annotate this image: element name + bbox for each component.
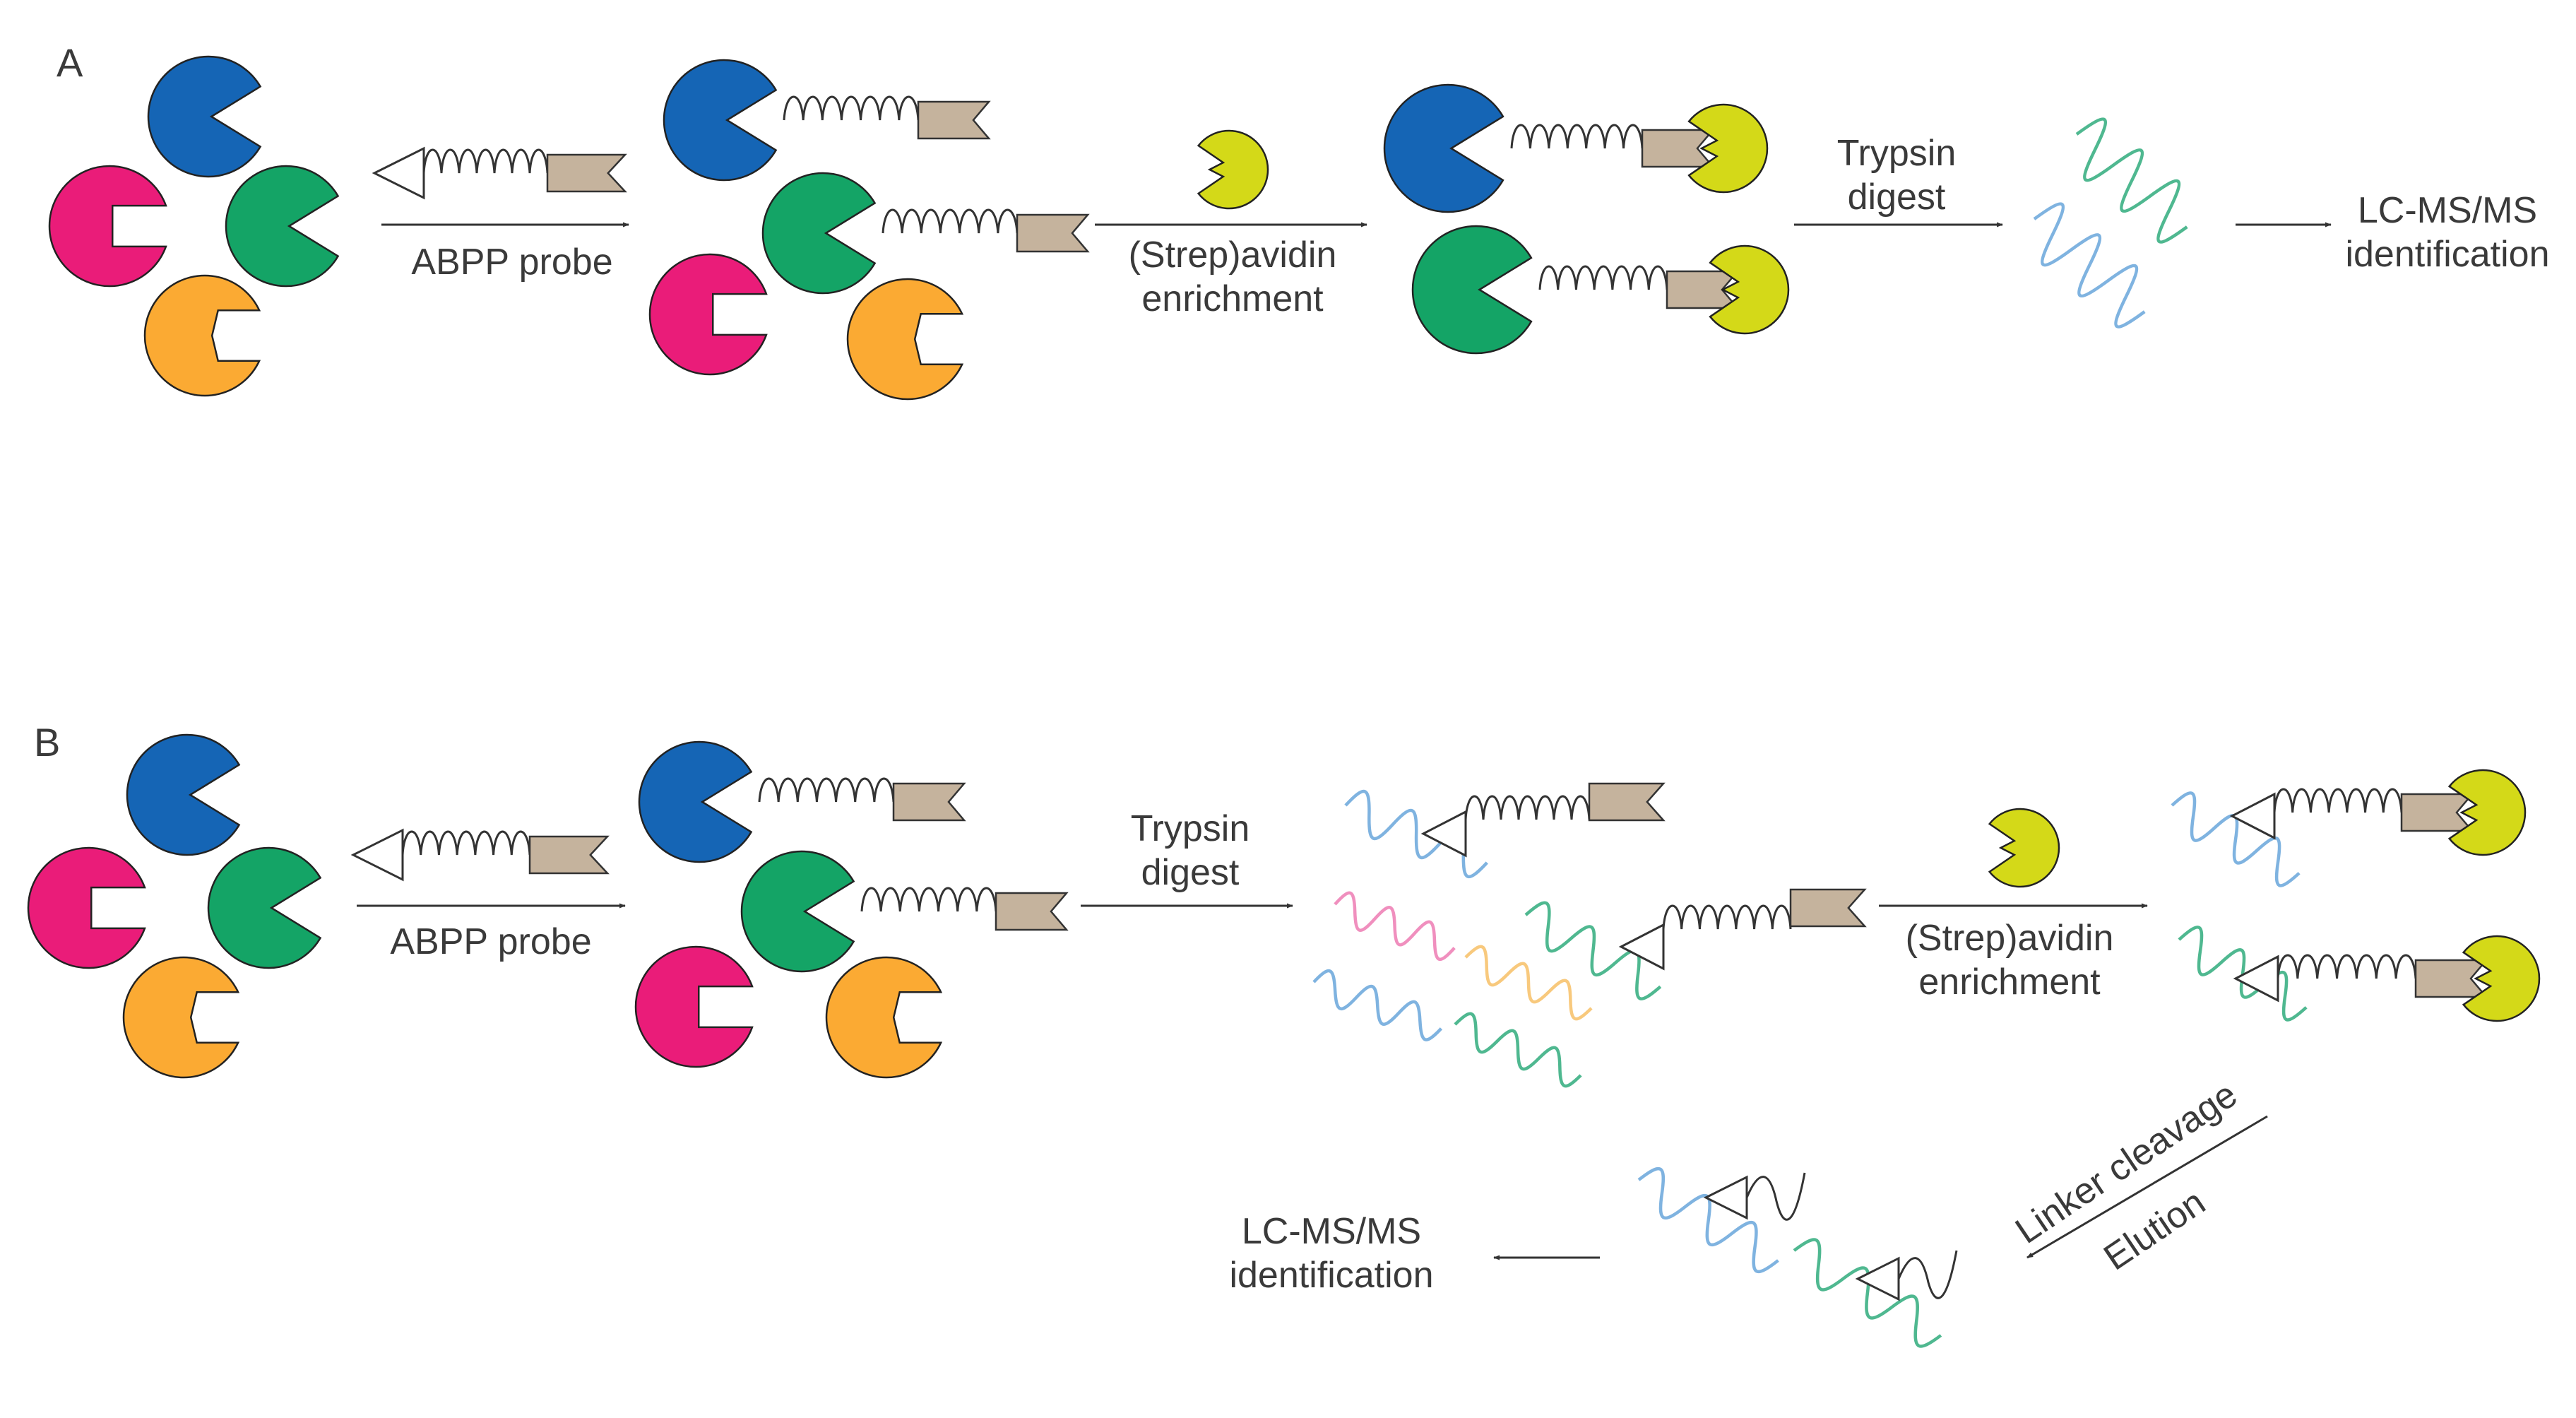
b-labeled-orange-enzyme-icon xyxy=(825,956,943,1079)
panel-a-trypsin-label-1: Trypsin xyxy=(1837,133,1957,174)
eluted-linker-1-icon xyxy=(1745,1172,1806,1221)
labeled-orange-enzyme-icon xyxy=(846,278,964,401)
labeled-green-probe-spring xyxy=(882,208,1019,234)
panel-a-abpp-probe-label: ABPP probe xyxy=(411,242,612,283)
enriched-b-avidin-1-icon xyxy=(2447,769,2527,856)
shapes-layer xyxy=(27,55,2541,1348)
probe-a-tag-icon xyxy=(546,153,627,193)
panel-b-trypsin-label-2: digest xyxy=(1141,852,1240,893)
text-layer: A ABPP probe (Strep)avidin enrichment Tr… xyxy=(34,40,2550,1296)
panel-b-lcms-label-2: identification xyxy=(1229,1255,1433,1296)
b-labeled-green-probe-spring xyxy=(860,887,997,912)
probe-b-tag-icon xyxy=(528,835,610,875)
panel-b-abpp-probe-label: ABPP probe xyxy=(390,921,591,962)
panel-b-lcms-label-1: LC-MS/MS xyxy=(1242,1211,1421,1252)
enriched-green-enzyme-icon xyxy=(1411,225,1533,355)
digest-peptide-orange-icon xyxy=(1464,945,1593,1021)
eluted-warhead-2-icon xyxy=(1855,1256,1900,1301)
enzyme-pink-icon xyxy=(48,165,167,288)
enriched-b-spring-1-icon xyxy=(2273,788,2403,813)
enriched-green-avidin-icon xyxy=(1709,244,1790,335)
labeled-blue-probe-spring xyxy=(783,95,920,121)
enzyme-blue-icon xyxy=(147,55,262,178)
enriched-peptide-green-icon xyxy=(2178,926,2308,1022)
panel-a-enrichment-label-1: (Strep)avidin xyxy=(1129,235,1337,276)
digest-tag-1-icon xyxy=(1588,782,1666,822)
panel-b-enrichment-label-1: (Strep)avidin xyxy=(1906,918,2114,959)
enzyme-green-icon xyxy=(225,165,340,288)
probe-a-spring-icon xyxy=(422,148,549,174)
digest-warhead-1-icon xyxy=(1420,810,1467,858)
avidin-reagent-b-icon xyxy=(1988,808,2060,888)
panel-b-label: B xyxy=(34,720,60,764)
digest-spring-2-icon xyxy=(1662,904,1792,930)
b-enzyme-blue-icon xyxy=(126,733,241,856)
b-labeled-pink-enzyme-icon xyxy=(634,945,754,1068)
digest-peptide-green-1-icon xyxy=(1454,1012,1582,1088)
digest-peptide-blue-1-icon xyxy=(1344,789,1488,879)
labeled-blue-probe-tag xyxy=(917,100,991,140)
panel-a-lcms-label-1: LC-MS/MS xyxy=(2358,190,2537,231)
panel-a-lcms-label-2: identification xyxy=(2345,234,2549,275)
eluted-peptide-green-icon xyxy=(1793,1238,1942,1348)
digest-peptide-pink-icon xyxy=(1334,891,1456,961)
labeled-blue-enzyme-icon xyxy=(663,59,778,182)
b-labeled-blue-probe-spring xyxy=(758,777,895,803)
enriched-green-spring-icon xyxy=(1538,265,1668,290)
panel-b-arrow-4 xyxy=(2026,1115,2268,1259)
enriched-b-avidin-2-icon xyxy=(2462,935,2541,1022)
b-labeled-blue-probe-tag xyxy=(892,782,966,822)
enzyme-orange-icon xyxy=(143,274,261,397)
enriched-blue-enzyme-icon xyxy=(1383,83,1504,213)
eluted-linker-2-icon xyxy=(1897,1250,1958,1299)
probe-a-warhead-icon xyxy=(372,146,425,200)
panel-a-trypsin-label-2: digest xyxy=(1848,177,1946,218)
labeled-green-enzyme-icon xyxy=(761,172,877,295)
digest-peptide-green-2-icon xyxy=(1524,901,1662,1000)
enriched-b-spring-2-icon xyxy=(2277,954,2417,979)
digest-warhead-2-icon xyxy=(1618,923,1665,971)
b-labeled-blue-enzyme-icon xyxy=(638,740,753,863)
panel-b-cleavage-label-2: Elution xyxy=(2096,1181,2212,1278)
labeled-green-probe-tag xyxy=(1016,213,1090,253)
panel-a-label: A xyxy=(57,40,83,85)
panel-b-enrichment-label-2: enrichment xyxy=(1918,962,2101,1003)
enriched-b-warhead-1-icon xyxy=(2229,792,2276,840)
peptide-blue-a-icon xyxy=(2033,202,2146,329)
enriched-blue-spring-icon xyxy=(1510,124,1644,149)
b-enzyme-pink-icon xyxy=(27,846,146,969)
enriched-peptide-blue-icon xyxy=(2171,791,2301,887)
peptide-green-a-icon xyxy=(2075,117,2188,244)
digest-tag-2-icon xyxy=(1789,888,1867,928)
probe-b-warhead-icon xyxy=(350,828,404,882)
eluted-peptide-blue-icon xyxy=(1637,1166,1779,1274)
labeled-pink-enzyme-icon xyxy=(648,253,768,376)
enriched-blue-avidin-icon xyxy=(1687,103,1769,194)
b-enzyme-green-icon xyxy=(207,846,322,969)
eluted-warhead-1-icon xyxy=(1703,1175,1748,1220)
avidin-reagent-a-icon xyxy=(1197,129,1269,210)
digest-spring-1-icon xyxy=(1464,795,1591,820)
b-enzyme-orange-icon xyxy=(122,956,240,1079)
b-labeled-green-enzyme-icon xyxy=(740,850,855,973)
panel-a-enrichment-label-2: enrichment xyxy=(1141,278,1324,319)
probe-b-spring-icon xyxy=(401,830,531,856)
digest-peptide-blue-2-icon xyxy=(1312,969,1443,1041)
b-labeled-green-probe-tag xyxy=(995,892,1069,931)
panel-b-trypsin-label-1: Trypsin xyxy=(1131,808,1250,849)
